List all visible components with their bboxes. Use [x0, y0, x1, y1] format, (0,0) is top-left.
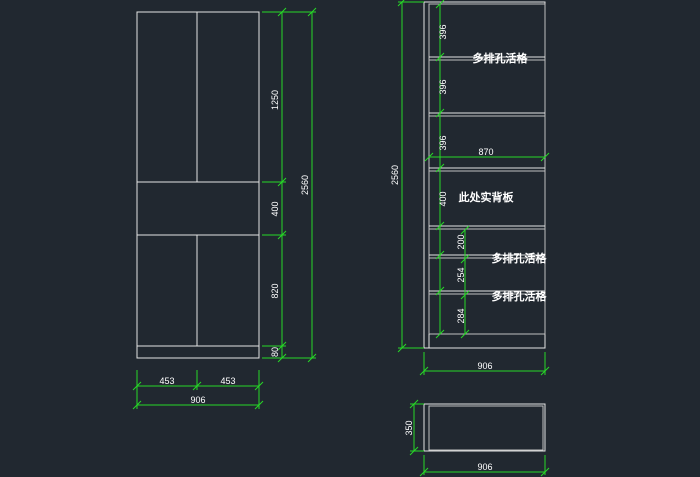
dim-906: 906 [190, 395, 205, 405]
section-shelf-dims: 396 396 396 400 200 254 284 [435, 0, 470, 339]
note-adjustable-shelf-3: 多排孔活格 [492, 289, 548, 303]
plan-inner [428, 405, 544, 451]
carcass-inner [428, 3, 546, 335]
section-overall-height-dim: 2560 [390, 0, 424, 353]
dim-820: 820 [270, 283, 280, 298]
section-width-dim: 906 [419, 352, 550, 376]
shelf-dim-1: 396 [438, 24, 448, 39]
note-adjustable-shelf-1: 多排孔活格 [473, 51, 529, 65]
dim-870: 870 [478, 147, 493, 157]
note-solid-back-panel: 此处实背板 [459, 190, 515, 204]
plan-width-dim: 906 [419, 455, 550, 477]
shelf-dim-6: 254 [456, 267, 466, 282]
shelf-dim-4: 400 [438, 191, 448, 206]
shelf-dim-2: 396 [438, 79, 448, 94]
section-dim-2560: 2560 [390, 165, 400, 185]
section-elevation: 2560 396 396 396 400 200 254 284 [390, 0, 550, 376]
front-vertical-dims: 1250 400 820 80 2560 [262, 7, 317, 363]
dim-453-left: 453 [159, 376, 174, 386]
shelves [429, 56, 545, 295]
section-inner-width-dim: 870 [424, 147, 550, 162]
dim-1250: 1250 [270, 90, 280, 110]
plan-dim-906: 906 [477, 462, 492, 472]
dim-400: 400 [270, 201, 280, 216]
plan-view: 350 906 [404, 399, 550, 477]
front-elevation: 1250 400 820 80 2560 453 453 906 [132, 7, 317, 410]
dim-453-right: 453 [220, 376, 235, 386]
plan-depth-dim: 350 [404, 399, 424, 456]
cabinet-outline [136, 11, 260, 359]
shelf-dim-7: 284 [456, 308, 466, 323]
front-horizontal-dims: 453 453 906 [132, 370, 264, 410]
plan-dim-350: 350 [404, 420, 414, 435]
dim-overall-height: 2560 [300, 175, 310, 195]
shelf-dim-3: 396 [438, 135, 448, 150]
plan-outer [423, 403, 546, 452]
shelf-dim-5: 200 [456, 234, 466, 249]
dim-80: 80 [270, 347, 280, 357]
note-adjustable-shelf-2: 多排孔活格 [492, 251, 548, 265]
section-dim-906: 906 [477, 361, 492, 371]
